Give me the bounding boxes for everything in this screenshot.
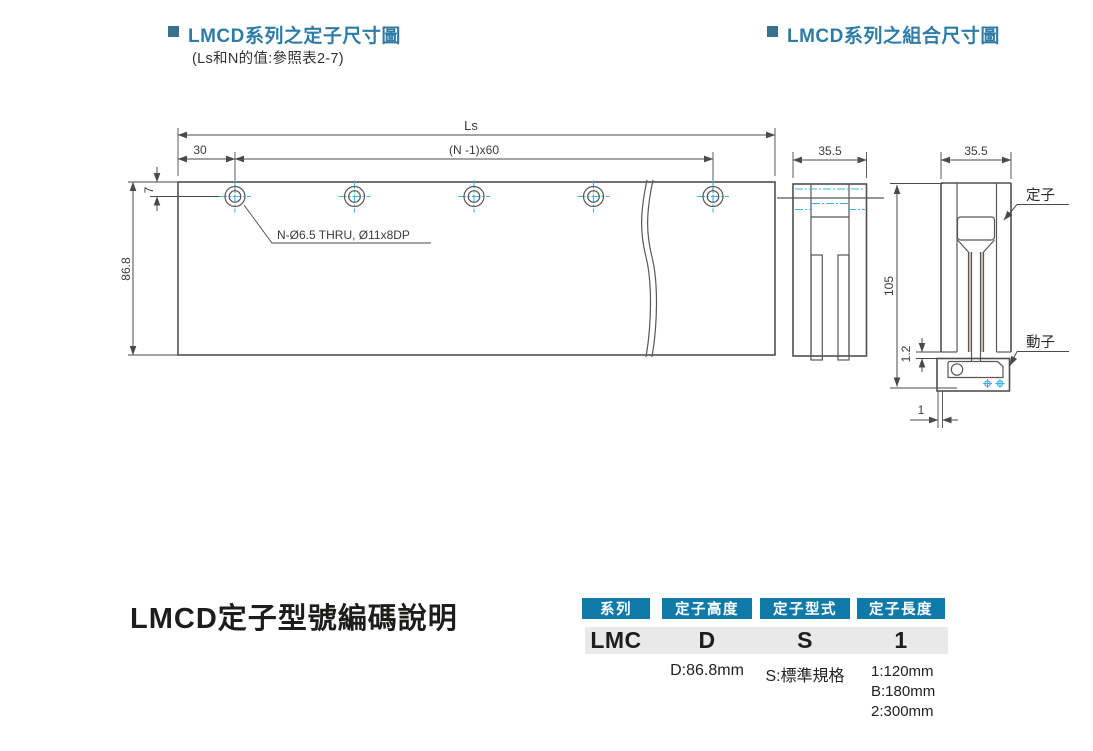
dim-ls: Ls <box>464 118 478 133</box>
stator-dimension-subtitle: (Ls和N的值:參照表2-7) <box>192 51 344 67</box>
code-value-height: D <box>698 627 716 653</box>
left-section-title: LMCD系列之定子尺寸圖 <box>168 21 401 48</box>
mover-carriage <box>936 357 1011 392</box>
dim-assembly-height: 105 <box>882 276 896 296</box>
right-section-title: LMCD系列之組合尺寸圖 <box>767 21 1000 48</box>
stator-dimension-title: LMCD系列之定子尺寸圖 <box>188 26 401 47</box>
dim-assembly-width: 35.5 <box>964 144 988 158</box>
code-note-length-3: 2:300mm <box>871 703 934 720</box>
code-value-series: LMC <box>590 627 642 653</box>
code-note-height: D:86.8mm <box>670 662 744 679</box>
dim-stator-height: 86.8 <box>119 257 133 281</box>
code-value-type: S <box>797 627 813 653</box>
stator-label: 定子 <box>1026 187 1055 204</box>
mover-screw-holes <box>983 379 1005 388</box>
stator-front-view: Ls 30 (N -1)x60 7 86.8 <box>119 118 776 358</box>
code-note-length-1: 1:120mm <box>871 663 934 680</box>
code-header-series: 系列 <box>582 598 650 619</box>
model-code-title: LMCD定子型號編碼說明 <box>130 603 458 635</box>
stator-callout: 定子 <box>1003 187 1069 221</box>
technical-drawing: Ls 30 (N -1)x60 7 86.8 <box>119 118 1069 428</box>
code-value-band <box>585 627 948 654</box>
code-value-length: 1 <box>894 627 908 653</box>
hole-note: N-Ø6.5 THRU, Ø11x8DP <box>277 228 410 242</box>
stator-section-view: 35.5 <box>777 144 884 361</box>
assembly-dimension-title: LMCD系列之組合尺寸圖 <box>787 26 1000 47</box>
dim-section-width: 35.5 <box>818 144 842 158</box>
dim-hole-pitch: (N -1)x60 <box>449 143 499 157</box>
code-note-type: S:標準規格 <box>765 668 845 685</box>
mover-callout: 動子 <box>1009 334 1069 366</box>
dim-offset: 1 <box>918 403 925 417</box>
dim-assembly-height-group: 105 <box>882 183 957 389</box>
code-header-type: 定子型式 <box>760 598 850 619</box>
dim-gap-group: 1.2 <box>899 338 941 372</box>
code-header-length: 定子長度 <box>857 598 945 619</box>
assembly-section-view: 35.5 <box>899 144 1069 428</box>
mounting-holes <box>219 180 729 213</box>
dim-hole-top-offset: 7 <box>142 186 156 193</box>
square-bullet-icon <box>168 26 179 37</box>
code-note-length-2: B:180mm <box>871 683 936 700</box>
dim-offset-group: 1 <box>910 391 958 428</box>
dim-edge-offset: 30 <box>193 143 207 157</box>
mover-label: 動子 <box>1026 334 1055 351</box>
code-header-height: 定子高度 <box>662 598 752 619</box>
dim-gap: 1.2 <box>899 345 913 362</box>
square-bullet-icon <box>767 26 778 37</box>
